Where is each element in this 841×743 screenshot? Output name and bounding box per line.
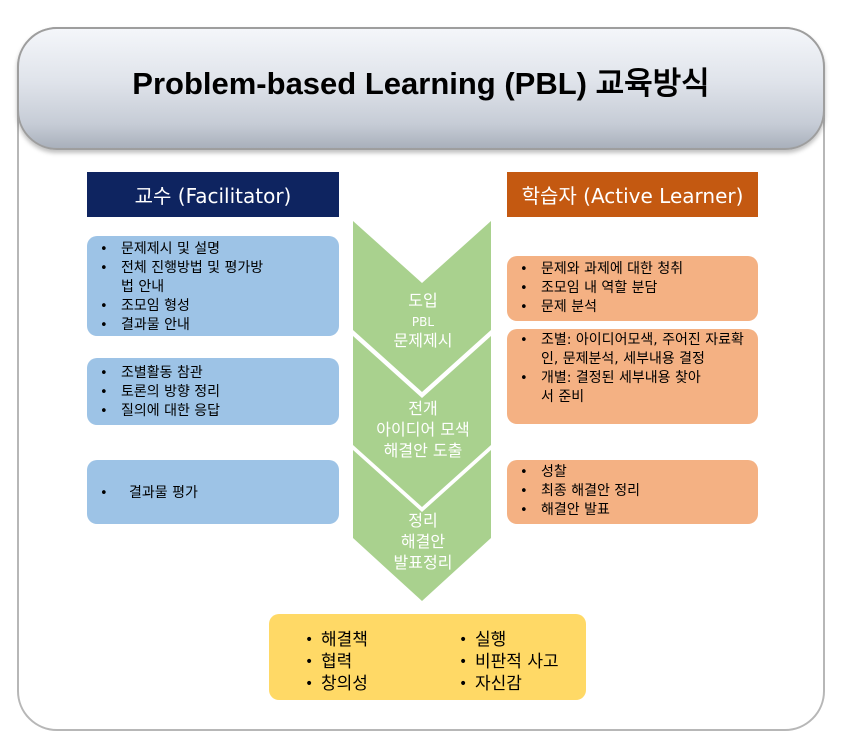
learner-header: 학습자 (Active Learner) <box>507 172 758 217</box>
stage-wrapup-desc1: 해결안 <box>400 532 446 551</box>
stage-intro-small: PBL <box>411 315 435 329</box>
facilitator-box-wrapup: 결과물 평가 <box>87 460 339 524</box>
chevron-wrapup <box>353 450 491 601</box>
list-item: 토론의 방향 정리 <box>87 383 339 402</box>
chevron-intro <box>353 221 491 392</box>
learner-box-development: 조별: 아이디어모색, 주어진 자료확인, 문제분석, 세부내용 결정 개별: … <box>507 329 758 424</box>
list-item: 최종 해결안 정리 <box>507 482 758 501</box>
list-item: 조별활동 참관 <box>87 364 339 383</box>
list-item: 조모임 내 역할 분담 <box>507 279 758 298</box>
list-item: 실행 <box>455 629 559 651</box>
title-banner <box>17 27 825 150</box>
list-item: 문제 분석 <box>507 298 758 317</box>
list-item: 협력 <box>301 651 368 673</box>
stage-intro-name: 도입 <box>408 291 438 310</box>
stage-development-name: 전개 <box>408 399 438 418</box>
list-item: 창의성 <box>301 673 368 695</box>
list-item: 문제제시 및 설명 <box>87 240 339 259</box>
stage-wrapup: 정리 해결안 발표정리 <box>353 510 493 573</box>
outcomes-box: 해결책 협력 창의성 실행 비판적 사고 자신감 <box>269 614 586 700</box>
list-item: 결과물 안내 <box>87 316 339 335</box>
stage-development: 전개 아이디어 모색 해결안 도출 <box>353 398 493 461</box>
stage-wrapup-name: 정리 <box>408 511 438 530</box>
list-item: 개별: 결정된 세부내용 찾아서 준비 <box>507 369 758 407</box>
list-item: 질의에 대한 응답 <box>87 402 339 421</box>
page-title: Problem-based Learning (PBL) 교육방식 <box>132 66 710 101</box>
outcomes-left-list: 해결책 협력 창의성 <box>301 629 368 695</box>
facilitator-box-intro: 문제제시 및 설명 전체 진행방법 및 평가방법 안내 조모임 형성 결과물 안… <box>87 236 339 336</box>
stage-wrapup-desc2: 발표정리 <box>393 553 453 572</box>
list-item: 비판적 사고 <box>455 651 559 673</box>
facilitator-header: 교수 (Facilitator) <box>87 172 339 217</box>
list-item: 문제와 과제에 대한 청취 <box>507 260 758 279</box>
list-item: 성찰 <box>507 463 758 482</box>
stage-development-desc1: 아이디어 모색 <box>376 420 470 439</box>
list-item: 전체 진행방법 및 평가방법 안내 <box>87 259 339 297</box>
facilitator-box-development: 조별활동 참관 토론의 방향 정리 질의에 대한 응답 <box>87 358 339 425</box>
stage-intro-desc: 문제제시 <box>393 331 453 350</box>
list-item: 조별: 아이디어모색, 주어진 자료확인, 문제분석, 세부내용 결정 <box>507 331 758 369</box>
list-item: 해결안 발표 <box>507 501 758 520</box>
stage-intro: 도입 PBL 문제제시 <box>353 290 493 351</box>
learner-box-wrapup: 성찰 최종 해결안 정리 해결안 발표 <box>507 460 758 524</box>
list-item: 해결책 <box>301 629 368 651</box>
list-item: 결과물 평가 <box>87 484 339 503</box>
chevron-development <box>353 336 491 507</box>
outcomes-right-list: 실행 비판적 사고 자신감 <box>455 629 559 695</box>
learner-box-intro: 문제와 과제에 대한 청취 조모임 내 역할 분담 문제 분석 <box>507 256 758 321</box>
list-item: 조모임 형성 <box>87 297 339 316</box>
stage-development-desc2: 해결안 도출 <box>383 441 463 460</box>
list-item: 자신감 <box>455 673 559 695</box>
